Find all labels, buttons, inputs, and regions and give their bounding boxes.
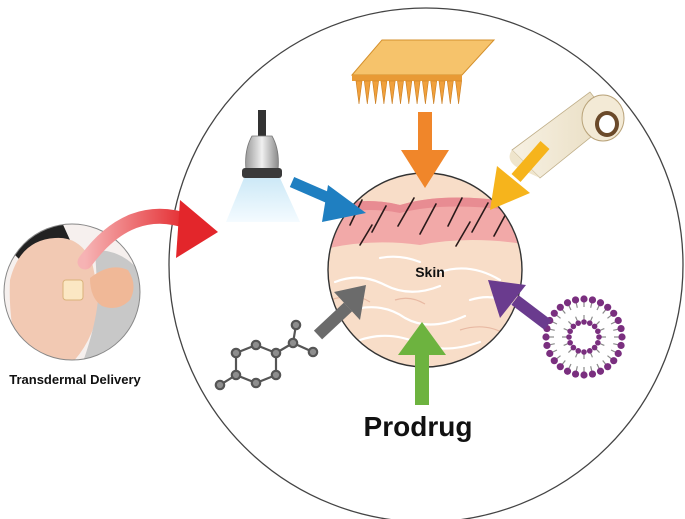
microneedle-tip [388,80,396,105]
lipid-head [595,339,601,346]
lipid-head [556,363,564,371]
lipid-head [617,324,625,333]
lipid-head [614,349,622,358]
gray-arrow [313,285,366,340]
lipid-head [588,296,597,304]
red-arrow [77,200,218,270]
lipid-head [563,299,572,307]
lipid-head [618,333,626,341]
lipid-head [580,371,588,379]
lipid-head [563,367,572,375]
microneedle-tip [422,80,429,105]
green-arrow [398,322,446,405]
lipid-head [604,363,612,371]
blue-arrow [289,176,366,222]
lipid-head [571,370,580,378]
lipid-head [542,333,550,341]
microneedle-tip [380,80,388,105]
skin-label: Skin [415,264,445,280]
lipid-head [556,303,564,311]
prodrug-label: Prodrug [364,411,473,442]
lipid-head [596,367,605,375]
microneedle-tip [438,80,446,105]
lipid-head [575,348,582,354]
lipid-head [617,341,625,350]
lipid-head [570,323,577,330]
lipid-head [610,309,618,317]
microneedle-tip [363,80,371,105]
lipid-head [581,319,587,325]
lipid-head [596,334,602,340]
lipid-head [580,295,588,303]
lipid-head [610,357,618,365]
lipid-head [550,309,558,317]
microneedle-tip [455,80,462,105]
microneedle-tip [446,80,454,105]
lipid-head [604,303,612,311]
lipid-head [614,316,622,325]
microneedle-patch-icon [350,39,496,105]
yellow-arrow [490,141,550,210]
lipid-head [588,370,597,378]
ultrasound-probe-icon [226,110,300,222]
molecule-icon [214,319,319,391]
lipid-head [546,349,554,358]
lipid-head [570,344,577,351]
lipid-head [586,348,593,354]
lipid-head [571,296,580,304]
microneedle-tip [372,80,379,105]
microneedle-tip [355,80,363,105]
lipid-head [586,320,593,326]
lipid-head [595,328,601,335]
lipid-head [567,328,573,335]
transdermal-delivery-label: Transdermal Delivery [9,372,141,387]
lipid-head [581,349,587,355]
purple-arrow [488,280,552,330]
liposome-icon [542,295,626,379]
microneedle-tip [405,80,413,105]
lipid-head [591,344,598,351]
outer-boundary-circle [168,7,684,519]
lipid-head [566,334,572,340]
lipid-head [567,339,573,346]
lipid-head [550,357,558,365]
lipid-head [543,341,551,350]
lipid-head [591,323,598,330]
patch-on-arm-icon [3,223,141,361]
microneedle-tip [430,80,438,105]
lipid-head [596,299,605,307]
microneedle-tip [397,80,404,105]
orange-arrow [401,112,449,188]
microneedle-tip [413,80,421,105]
lipid-head [575,320,582,326]
